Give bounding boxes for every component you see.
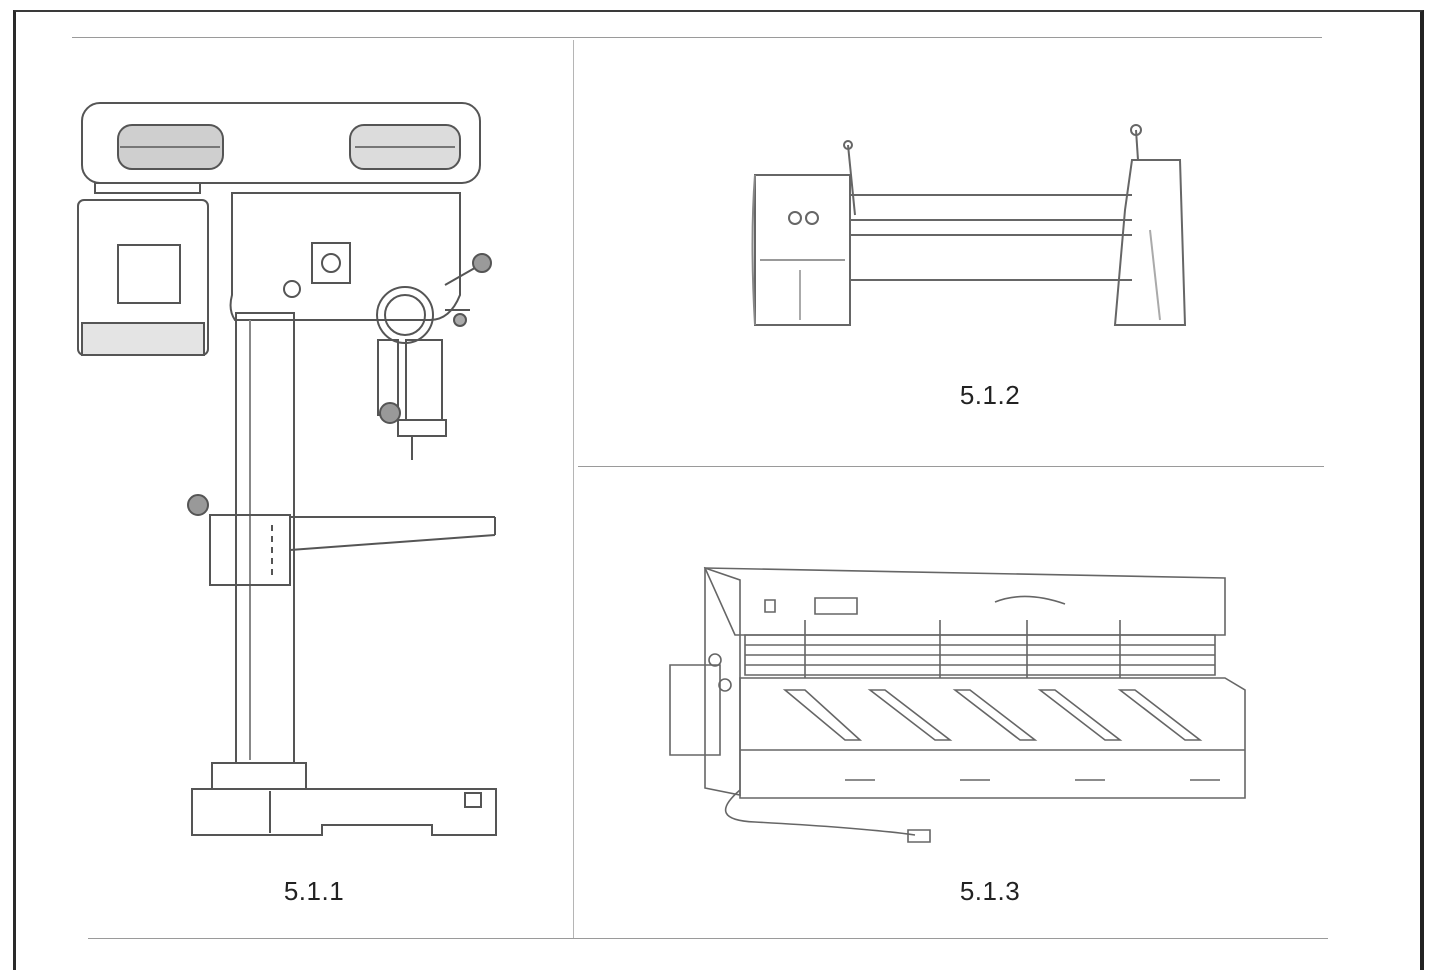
figure-caption-5-1-1: 5.1.1: [283, 876, 345, 906]
page-frame: [13, 10, 1424, 970]
drill-press-illustration: [60, 95, 520, 855]
column-divider: [573, 40, 574, 938]
top-rule: [72, 37, 1322, 38]
shear-machine-illustration: [665, 560, 1265, 850]
figure-caption-5-1-2: 5.1.2: [959, 380, 1021, 410]
roller-support-illustration: [740, 120, 1200, 340]
figure-caption-5-1-3: 5.1.3: [959, 876, 1021, 906]
middle-rule: [578, 466, 1324, 467]
bottom-rule: [88, 938, 1328, 939]
